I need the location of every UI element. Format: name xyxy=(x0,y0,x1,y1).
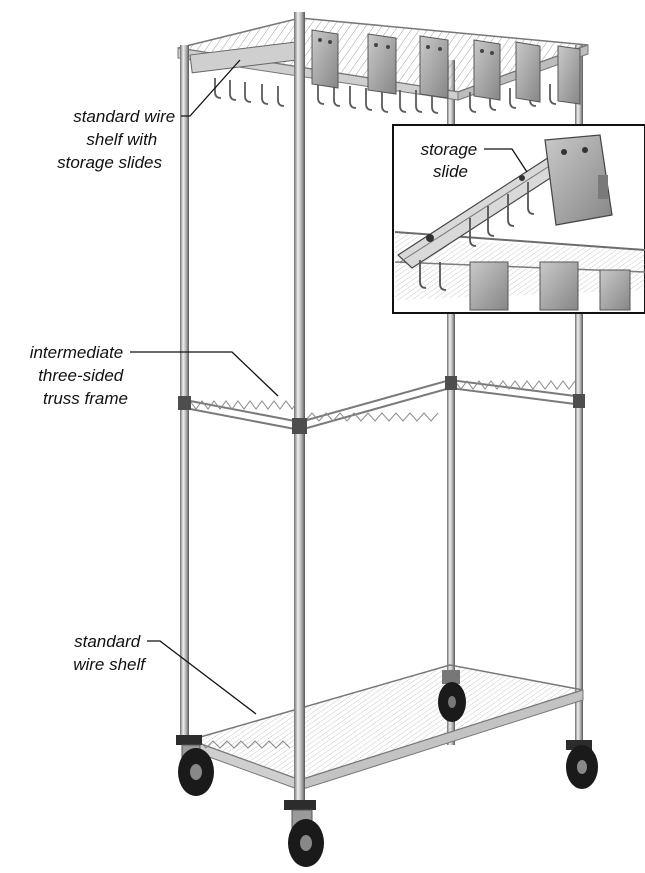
top-shelf-leader xyxy=(181,59,241,117)
front-left-caster xyxy=(176,735,214,796)
storage-slide-inset xyxy=(392,124,645,314)
front-center-caster xyxy=(284,800,324,867)
top-shelf-slide-plates xyxy=(311,29,581,105)
inset-slide-plate xyxy=(544,134,613,226)
truss-leader xyxy=(130,351,279,397)
top-shelf-hooks xyxy=(214,78,557,114)
truss-label-line2: three-sided xyxy=(38,366,124,385)
top-shelf-label-line1: standard wire xyxy=(73,107,175,126)
storage-slide-label-line2: slide xyxy=(433,162,468,181)
front-posts xyxy=(180,12,305,802)
inset-lower-plates xyxy=(469,261,631,311)
top-shelf-label-line3: storage slides xyxy=(57,153,162,172)
svg-text:standard wire shelf with: standard wire shelf with storage slides xyxy=(57,107,180,172)
intermediate-truss-frame xyxy=(184,378,584,432)
front-left-post xyxy=(180,45,189,745)
callout-top-shelf: standard wire shelf with storage slides xyxy=(57,59,241,172)
bottom-shelf-leader xyxy=(147,640,257,715)
rear-left-post xyxy=(447,60,455,745)
bottom-wire-shelf xyxy=(187,664,584,791)
storage-slide-label-line1: storage xyxy=(421,140,478,159)
rear-left-caster xyxy=(438,670,466,722)
top-shelf-label-line2: shelf with xyxy=(86,130,157,149)
rear-right-caster xyxy=(566,740,598,789)
svg-text:storage slide: storage slide xyxy=(421,140,482,181)
truss-label-line3: truss frame xyxy=(43,389,128,408)
svg-text:intermediate three-sided: intermediate three-sided truss frame xyxy=(30,343,128,408)
inset-hooks xyxy=(419,182,535,291)
truss-label-line1: intermediate xyxy=(30,343,124,362)
storage-slide-leader xyxy=(484,148,528,173)
callout-storage-slide: storage slide xyxy=(421,140,528,181)
bottom-shelf-label-line1: standard xyxy=(74,632,141,651)
post-collars xyxy=(178,376,585,434)
bottom-shelf-label-line2: wire shelf xyxy=(73,655,147,674)
svg-text:standard wire shelf: standard wire shelf xyxy=(73,632,147,674)
inset-wire-shelf xyxy=(394,230,645,300)
callout-truss-frame: intermediate three-sided truss frame xyxy=(30,343,279,408)
callout-bottom-shelf: standard wire shelf xyxy=(73,632,257,715)
front-center-post xyxy=(294,12,305,802)
